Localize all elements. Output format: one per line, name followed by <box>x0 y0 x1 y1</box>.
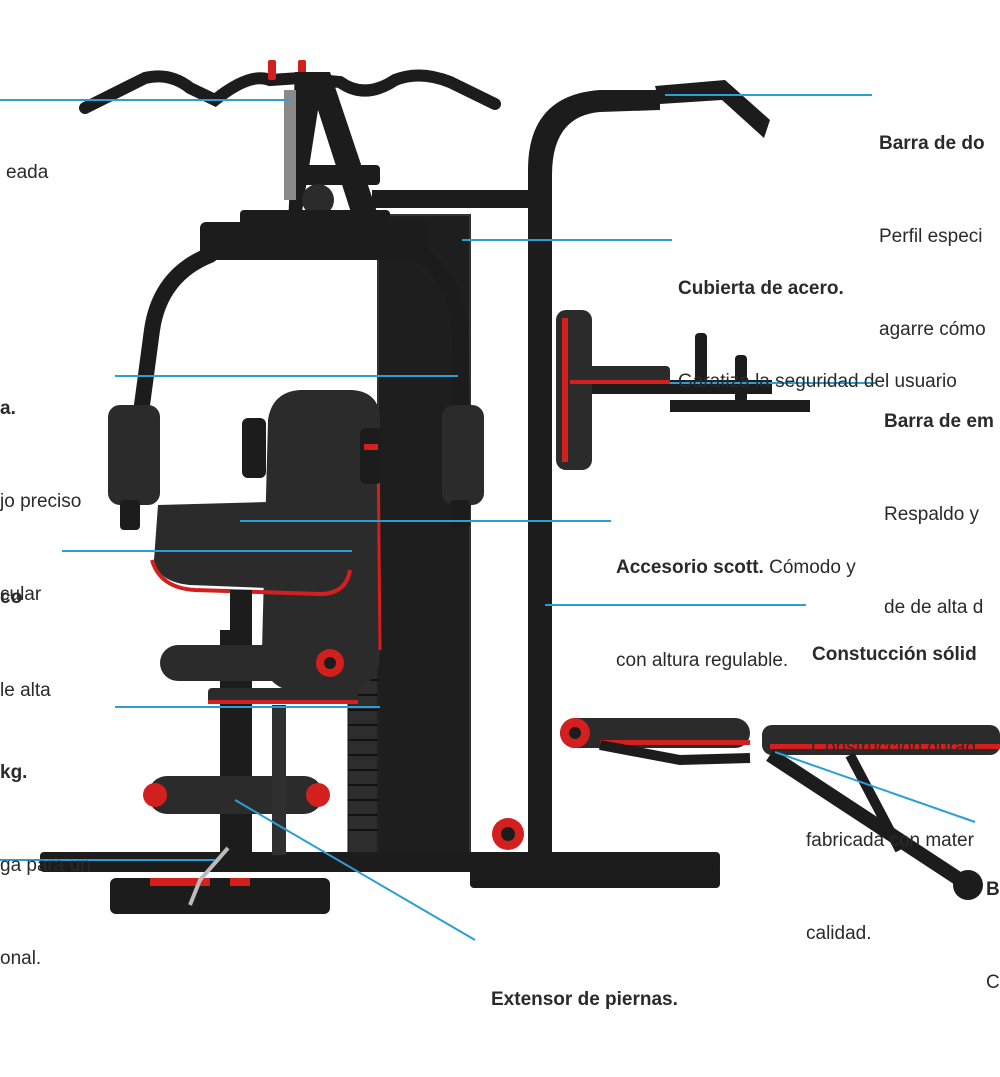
label-left-co-line1: le alta <box>0 680 51 701</box>
adjustable-bench <box>560 718 1000 900</box>
label-cubierta-title: Cubierta de acero. <box>678 278 844 299</box>
label-left-co-title: co <box>0 587 23 608</box>
lat-bar <box>79 69 501 114</box>
label-barra-empuje-line2: de de alta d <box>884 597 984 618</box>
label-barra-dominadas-title: Barra de do <box>879 133 985 154</box>
label-left-kg-line1: ga para un <box>0 855 91 876</box>
label-banco-title: B <box>986 879 1000 900</box>
label-left-a: a. jo preciso cular <box>0 331 81 672</box>
label-left-a-line2: cular <box>0 584 42 605</box>
label-left-a-title: a. <box>0 398 16 419</box>
leader-lines <box>0 94 976 941</box>
label-banco-line1: C <box>986 972 1000 993</box>
label-banco: B C <box>986 812 1000 1060</box>
scott-curl-pad <box>150 500 352 597</box>
label-scott-inline: Cómodo y <box>763 557 856 578</box>
home-gym-machine-illustration <box>0 60 1000 941</box>
product-diagram: eada Barra de do Perfil especi agarre có… <box>0 60 1000 1010</box>
label-barra-empuje: Barra de em Respaldo y de de alta d <box>884 344 994 685</box>
weight-stack-tower <box>40 214 720 914</box>
label-left-kg-line2: onal. <box>0 948 42 969</box>
label-left-kg-title: kg. <box>0 762 28 783</box>
label-barra-dominadas-line1: Perfil especi <box>879 226 983 247</box>
label-barra-empuje-line1: Respaldo y <box>884 504 980 525</box>
label-top-left-line1: eada <box>6 162 49 183</box>
label-left-co: co le alta <box>0 520 51 768</box>
label-scott-title: Accesorio scott. <box>616 557 764 578</box>
label-construccion-line3: calidad. <box>806 923 872 944</box>
label-barra-dominadas: Barra de do Perfil especi agarre cómo <box>879 66 986 407</box>
label-construccion-line2: fabricada con mater <box>806 830 974 851</box>
chest-press-arms <box>132 247 470 428</box>
label-left-kg: kg. ga para un onal. <box>0 695 91 1036</box>
label-barra-dominadas-line2: agarre cómo <box>879 319 986 340</box>
label-scott-line1: con altura regulable. <box>616 650 789 671</box>
label-top-left: eada <box>6 95 48 250</box>
label-construccion-title: Constucción sólid <box>812 644 977 665</box>
label-construccion-solida: Constucción sólid Construcción durad fab… <box>806 577 977 1011</box>
label-left-a-line1: jo preciso <box>0 491 82 512</box>
label-cubierta-line1: Garatiza la seguridad del usuario <box>678 371 957 392</box>
label-accesorio-scott: Accesorio scott. Cómodo y con altura reg… <box>616 490 856 738</box>
label-construccion-line1: Construcción durad <box>806 737 977 758</box>
label-barra-empuje-title: Barra de em <box>884 411 994 432</box>
label-cubierta-acero: Cubierta de acero. Garatiza la seguridad… <box>678 211 957 459</box>
